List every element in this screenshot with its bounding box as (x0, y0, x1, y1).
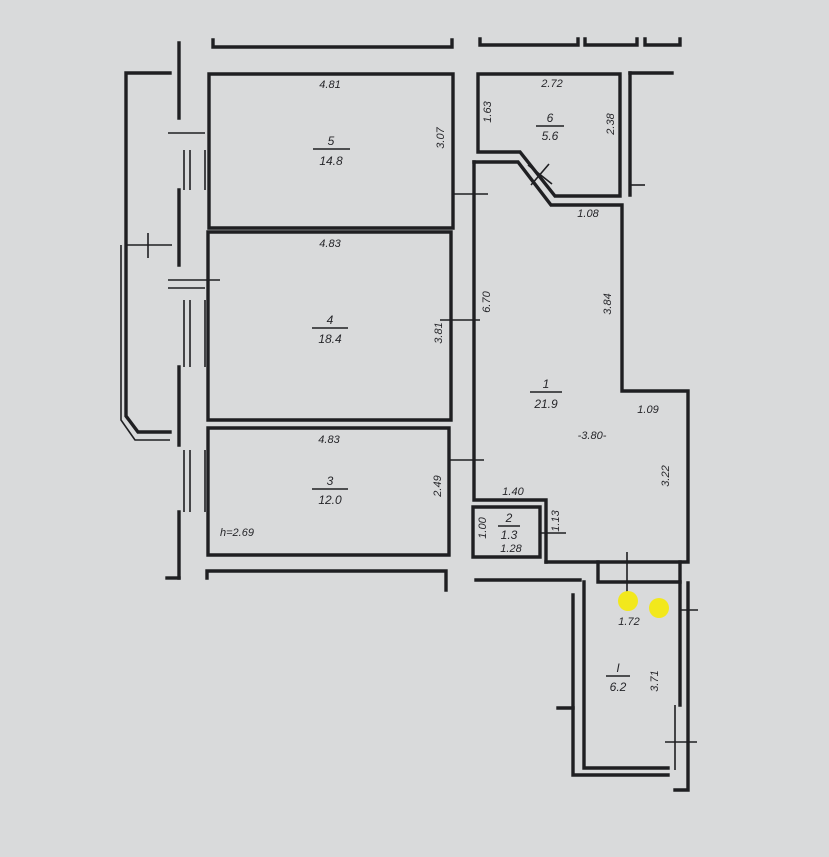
room-4-depth: 3.81 (433, 322, 445, 343)
room-1-area: 21.9 (533, 397, 558, 411)
room-1-number: 1 (543, 377, 550, 391)
room-5: 4.81 3.07 5 14.8 (207, 72, 488, 230)
room-6-width: 2.72 (540, 78, 562, 90)
exterior-wall-bottom (205, 569, 582, 592)
room-2-area: 1.3 (501, 528, 518, 542)
ceiling-height: h=2.69 (220, 527, 254, 539)
marker-dot[interactable] (618, 591, 638, 611)
room-4: 4.83 3.81 4 18.4 (206, 230, 480, 422)
room-2-number: 2 (505, 511, 513, 525)
room-6-right: 2.38 (605, 112, 617, 135)
exterior-wall-left (165, 41, 220, 580)
room-6-left: 1.63 (482, 100, 494, 122)
room-1-lower: 3.22 (660, 465, 672, 486)
room-3-number: 3 (327, 474, 334, 488)
room-4-width: 4.83 (319, 238, 341, 250)
room-1-step: 1.09 (637, 404, 658, 416)
lobby: 1.72 3.71 I 6.2 (556, 552, 698, 792)
room-1-notch: 1.08 (577, 208, 599, 220)
room-5-width: 4.81 (319, 79, 340, 91)
balcony (120, 71, 172, 441)
room-6-number: 6 (547, 111, 554, 125)
lobby-area: 6.2 (610, 680, 627, 694)
room-6: 2.72 1.63 2.38 6 5.6 (476, 72, 622, 198)
room-6-area: 5.6 (542, 129, 559, 143)
room-3-area: 12.0 (318, 493, 342, 507)
exterior-wall-right (628, 71, 674, 197)
room-2-width: 1.28 (500, 543, 522, 555)
room-4-number: 4 (327, 313, 334, 327)
room-4-area: 18.4 (318, 332, 342, 346)
room-1-long: 6.70 (481, 290, 493, 312)
marker-dot[interactable] (649, 598, 669, 618)
room-3-depth: 2.49 (432, 475, 444, 497)
exterior-wall-top (211, 37, 682, 49)
lobby-number: I (616, 661, 620, 675)
room-5-depth: 3.07 (435, 126, 447, 148)
room-5-area: 14.8 (319, 154, 343, 168)
room-1-bottom: 1.40 (502, 486, 524, 498)
room-2-left: 1.00 (477, 516, 489, 538)
room-1: 1.08 3.84 6.70 1.09 3.22 1.40 1 21.9 -3.… (472, 160, 690, 564)
room-2-right: 1.13 (550, 509, 562, 531)
lobby-width: 1.72 (618, 616, 639, 628)
room-1-upper: 3.84 (602, 293, 614, 314)
level-mark: -3.80- (578, 430, 607, 442)
room-3: 4.83 2.49 3 12.0 h=2.69 (206, 426, 484, 557)
room-3-width: 4.83 (318, 434, 340, 446)
room-2: 1.00 1.13 2 1.3 1.28 (471, 505, 566, 559)
lobby-depth: 3.71 (649, 670, 661, 691)
room-5-number: 5 (328, 134, 335, 148)
